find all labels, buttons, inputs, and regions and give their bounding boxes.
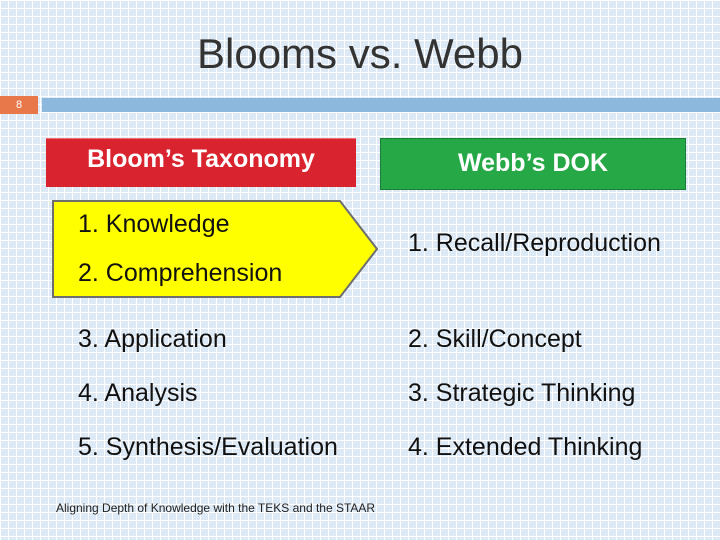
slide-title: Blooms vs. Webb	[196, 30, 523, 77]
webb-item-recall: 1. Recall/Reproduction	[408, 229, 661, 257]
blooms-item-application: 3. Application	[78, 325, 227, 353]
title-rule	[42, 98, 720, 112]
blooms-item-knowledge: 1. Knowledge	[78, 210, 230, 238]
blooms-item-analysis: 4. Analysis	[78, 379, 198, 407]
knowledge-comprehension-highlight	[52, 200, 378, 298]
blooms-header: Bloom’s Taxonomy	[46, 138, 356, 187]
slide-number: 8	[0, 96, 38, 114]
blooms-item-comprehension: 2. Comprehension	[78, 259, 283, 287]
webb-item-strategic-thinking: 3. Strategic Thinking	[408, 379, 636, 407]
blooms-item-synthesis-evaluation: 5. Synthesis/Evaluation	[78, 433, 338, 461]
webb-item-skill-concept: 2. Skill/Concept	[408, 325, 582, 353]
blooms-header-label: Bloom’s Taxonomy	[87, 145, 315, 174]
webb-header-label: Webb’s DOK	[457, 149, 608, 178]
webb-header: Webb’s DOK	[380, 138, 686, 190]
slide-footer: Aligning Depth of Knowledge with the TEK…	[56, 501, 376, 515]
webb-item-extended-thinking: 4. Extended Thinking	[408, 433, 643, 461]
